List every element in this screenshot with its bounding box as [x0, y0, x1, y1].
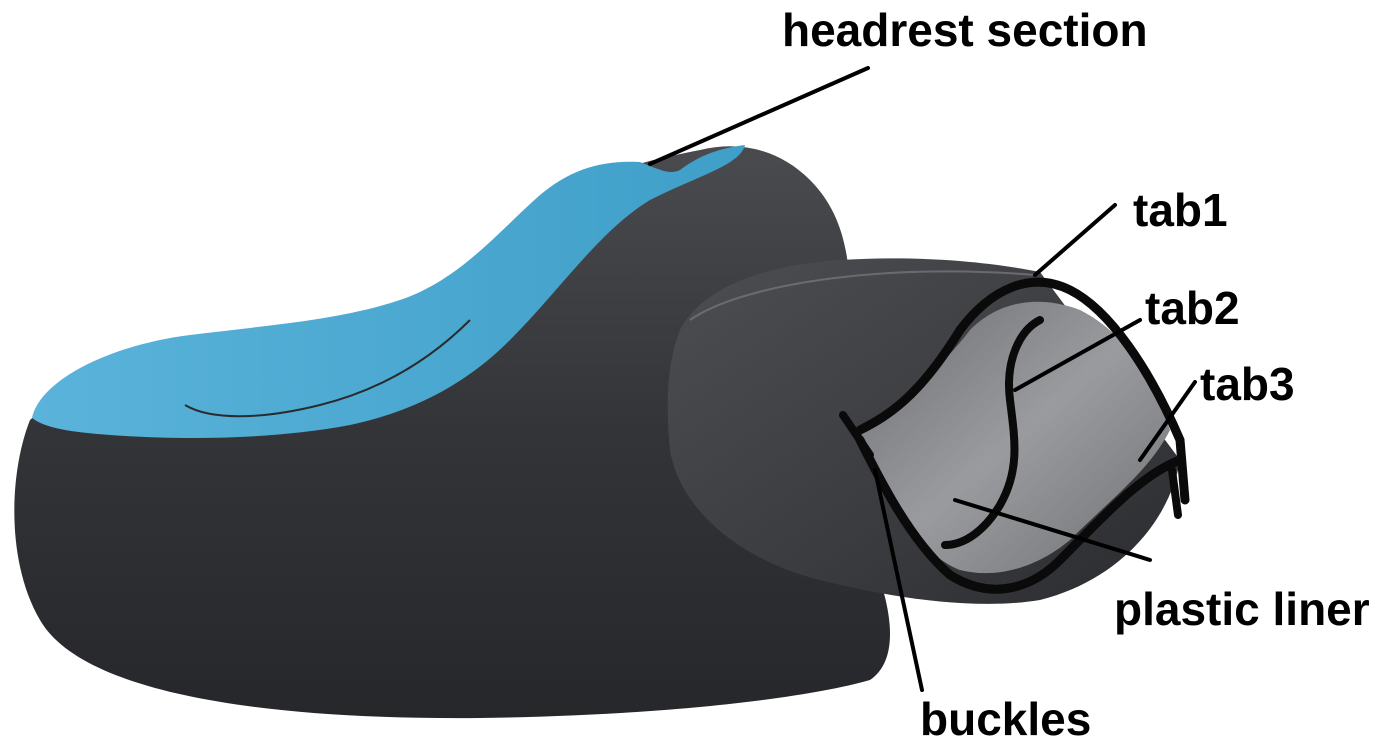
tab2-label: tab2	[1145, 282, 1240, 334]
headrest-leader	[650, 68, 868, 164]
plastic-liner-label: plastic liner	[1114, 583, 1370, 635]
buckles-label: buckles	[920, 693, 1091, 745]
tab3-label: tab3	[1200, 358, 1295, 410]
buckle-tip-right	[1172, 470, 1178, 515]
tab1-leader	[1035, 205, 1115, 275]
tab1-label: tab1	[1133, 184, 1228, 236]
headrest-label: headrest section	[782, 4, 1148, 56]
